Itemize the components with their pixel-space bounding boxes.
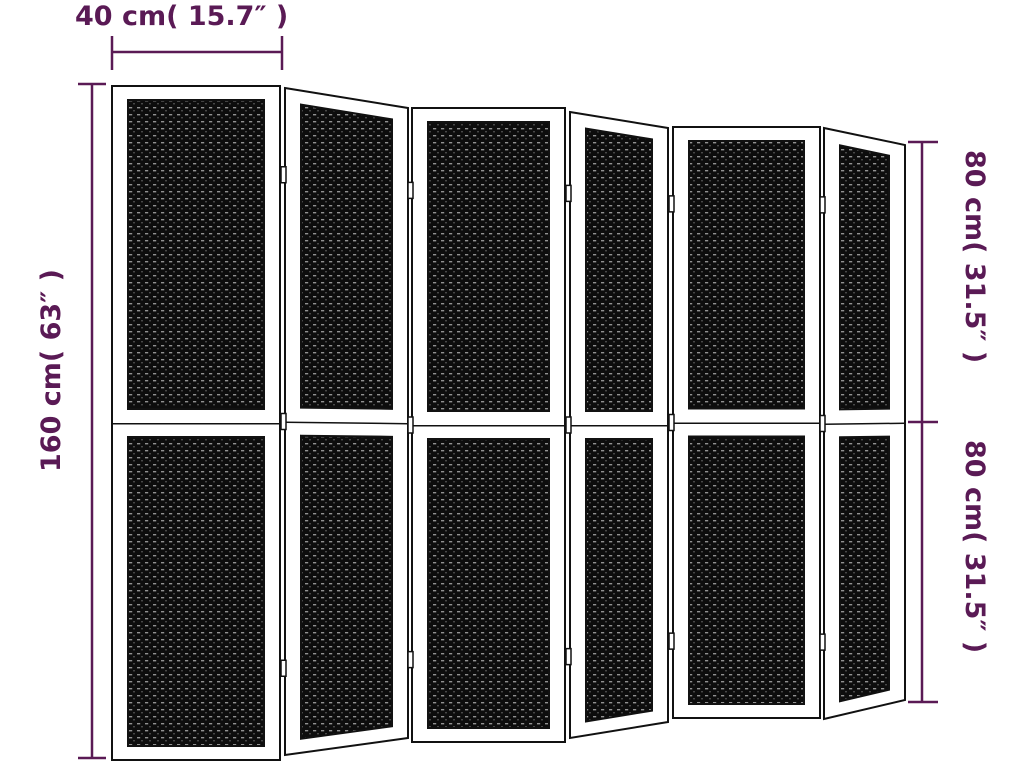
hinge	[280, 659, 287, 678]
width-dimension: 40 cm( 15.7″ )	[75, 1, 288, 70]
lower-section-label: 80 cm( 31.5″ )	[959, 440, 990, 653]
hinge	[280, 165, 287, 184]
center-rail	[112, 423, 280, 425]
hinge	[819, 633, 826, 651]
hinge	[565, 416, 572, 434]
center-rail	[824, 422, 905, 425]
screen-panel	[668, 126, 821, 719]
hinge	[407, 416, 414, 434]
lower-weave-insert	[688, 435, 805, 705]
screen-panel	[819, 126, 906, 721]
center-rail	[285, 421, 408, 425]
lower-weave-insert	[585, 438, 653, 723]
hinge	[819, 196, 826, 214]
screen-panel	[407, 107, 566, 743]
hinge	[819, 414, 826, 433]
upper-weave-insert	[839, 144, 890, 411]
upper-section-label: 80 cm( 31.5″ )	[959, 150, 990, 363]
hinge	[565, 647, 572, 666]
center-rail	[570, 425, 668, 427]
hinge	[280, 412, 287, 431]
screen-panels	[111, 85, 906, 761]
lower-weave-insert	[427, 438, 550, 729]
screen-panel	[280, 86, 409, 757]
screen-panel	[111, 85, 281, 761]
hinge	[668, 632, 675, 650]
screen-panel	[565, 110, 669, 740]
upper-weave-insert	[688, 140, 805, 410]
upper-weave-insert	[427, 121, 550, 412]
upper-weave-insert	[127, 99, 265, 410]
upper-section-dimension: 80 cm( 31.5″ )	[908, 140, 990, 424]
upper-weave-insert	[300, 103, 393, 410]
lower-section-dimension: 80 cm( 31.5″ )	[908, 422, 990, 704]
hinge	[668, 195, 675, 213]
lower-weave-insert	[839, 435, 890, 703]
center-rail	[673, 422, 820, 424]
width-label: 40 cm( 15.7″ )	[75, 1, 288, 32]
hinge	[668, 413, 675, 432]
upper-weave-insert	[585, 127, 653, 412]
lower-weave-insert	[300, 434, 393, 740]
hinge	[407, 650, 414, 669]
hinge	[407, 181, 414, 200]
hinge	[565, 184, 572, 203]
center-rail	[412, 425, 565, 427]
height-label: 160 cm( 63″ )	[36, 269, 67, 472]
height-dimension: 160 cm( 63″ )	[36, 82, 106, 760]
lower-weave-insert	[127, 436, 265, 747]
dimension-annotations: 40 cm( 15.7″ ) 160 cm( 63″ ) 80 cm( 31.5…	[36, 1, 990, 760]
